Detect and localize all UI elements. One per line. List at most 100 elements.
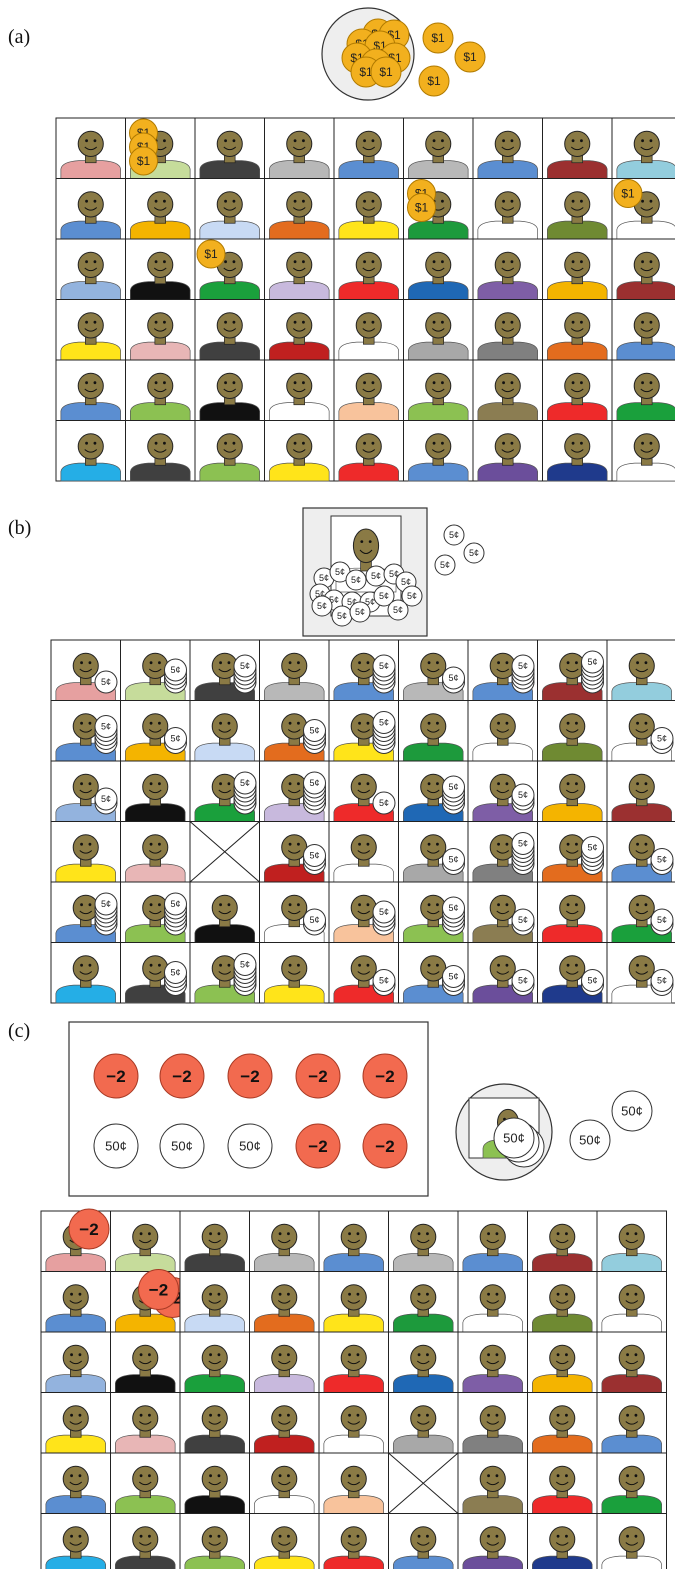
box-token-5-label: 50¢: [105, 1139, 127, 1154]
stack-nickel-0-label: 5¢: [240, 778, 250, 788]
person-eye-left: [556, 1474, 560, 1478]
person: [323, 1284, 384, 1333]
person-shirt: [532, 1253, 593, 1272]
person: [60, 130, 121, 179]
person-eye-left: [358, 963, 361, 967]
pot-nickel-3-label: 5¢: [371, 571, 381, 581]
person-eye-right: [371, 320, 375, 324]
person: [45, 1284, 106, 1333]
person-shirt: [115, 1374, 176, 1393]
person-eye-left: [278, 1474, 282, 1478]
grid-c-cell-r3c4: [318, 1392, 389, 1454]
person-smile: [79, 729, 93, 733]
person-shirt: [601, 1555, 662, 1569]
person-eye-right: [356, 1292, 360, 1296]
stack-nickel-0: 5¢: [581, 836, 604, 859]
person-face: [286, 312, 313, 339]
person-eye-right: [495, 1353, 499, 1357]
person: [194, 773, 255, 822]
person-face: [216, 130, 243, 157]
person-eye-right: [158, 782, 161, 786]
person-eye-right: [634, 1474, 638, 1478]
person-eye-left: [487, 1534, 490, 1538]
person-face: [479, 1223, 506, 1250]
box-token-5-disc: [93, 1123, 139, 1169]
person-smile: [292, 449, 306, 453]
person-smile: [640, 267, 654, 272]
stack-nickel-0-disc: [650, 727, 674, 750]
person-eye-right: [580, 320, 583, 324]
person-smile: [426, 789, 440, 794]
person-eye-right: [217, 1353, 221, 1357]
stack-nickel-0-disc: [372, 969, 396, 992]
person: [408, 191, 469, 240]
person-smile: [208, 1360, 222, 1365]
grid-a-cell-r3c4: [333, 299, 404, 361]
penalty-token-0-label: −2: [79, 1220, 98, 1239]
grid-b-cell-r1c0: 5¢5¢5¢5¢5¢: [50, 700, 121, 762]
person-shirt: [269, 402, 330, 421]
person-face: [628, 773, 655, 800]
grid-c-cell-r2c6: [457, 1331, 528, 1393]
person-face: [633, 433, 660, 460]
person-face: [340, 1465, 367, 1492]
person-shirt: [184, 1374, 245, 1393]
person: [254, 1405, 315, 1454]
person-eye-left: [154, 320, 158, 324]
stack-nickel-0-disc: [581, 650, 604, 674]
grid-c-cell-r2c7: [527, 1331, 598, 1393]
grid-b-cell-r5c8: 5¢5¢: [606, 942, 675, 1004]
person-smile: [357, 729, 371, 733]
grid-a-cell-r2c0: [55, 238, 126, 300]
person-eye-right: [148, 1534, 151, 1538]
person-smile: [362, 449, 376, 453]
person-smile: [635, 971, 649, 975]
stack-nickel-0-label: 5¢: [309, 778, 319, 788]
grid-b-cell-r1c2: [189, 700, 260, 762]
box-token-7-disc: [227, 1123, 273, 1169]
player-coin-0-label: $1: [621, 187, 635, 201]
grid-b-cell-r5c1: 5¢5¢5¢5¢: [120, 942, 191, 1004]
person: [408, 312, 469, 361]
person-eye-left: [641, 199, 644, 203]
stack-nickel-0: 5¢: [442, 848, 465, 871]
person-eye-right: [371, 441, 375, 445]
person-smile: [486, 1360, 500, 1365]
person-face: [350, 955, 377, 982]
person-eye-left: [224, 199, 227, 203]
person-smile: [635, 910, 649, 915]
person: [338, 251, 399, 300]
person-eye-right: [649, 260, 653, 264]
grid-b-cell-r5c3: [259, 942, 330, 1004]
person-face: [201, 1284, 228, 1311]
person: [393, 1344, 454, 1393]
person-eye-left: [487, 1413, 490, 1417]
person-smile: [148, 729, 162, 733]
stack-nickel-0: 5¢: [164, 658, 187, 682]
person-eye-right: [371, 260, 375, 264]
stack-nickel-0: 5¢: [650, 727, 674, 750]
person-eye-left: [427, 963, 431, 967]
person: [269, 191, 330, 240]
person-smile: [565, 668, 579, 673]
grid-a-cell-r3c2: [194, 299, 265, 361]
pot-b-person-eye-left: [360, 540, 364, 543]
person-smile: [570, 328, 584, 332]
person-eye-left: [293, 260, 297, 264]
person-eye-left: [502, 260, 505, 264]
person-smile: [69, 1360, 83, 1365]
person-smile: [570, 146, 584, 151]
person: [338, 433, 399, 482]
person-smile: [218, 971, 232, 975]
person-eye-right: [649, 441, 653, 445]
panel-label-b: (b): [8, 517, 32, 539]
person-eye-left: [417, 1292, 421, 1296]
stack-nickel-0: 5¢: [94, 670, 118, 694]
person-face: [410, 1344, 437, 1371]
person-shirt: [408, 281, 469, 300]
stack-nickel-0-label: 5¢: [518, 839, 528, 849]
person-smile: [223, 207, 237, 211]
person: [462, 1465, 523, 1514]
person-smile: [501, 328, 515, 332]
person-eye-left: [139, 1474, 143, 1478]
